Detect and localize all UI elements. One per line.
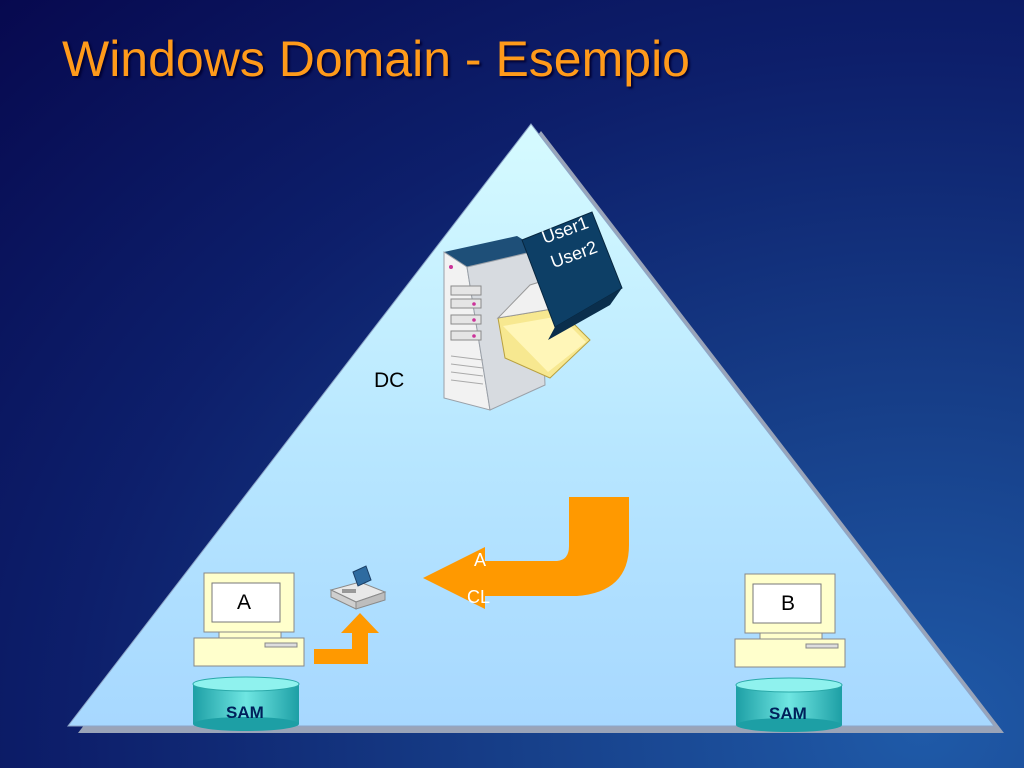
printer-icon[interactable] (329, 565, 387, 610)
acl-label-line1: A (474, 550, 487, 570)
slide-title: Windows Domain - Esempio (62, 31, 690, 87)
user-list-folder[interactable] (521, 211, 623, 340)
dc-label: DC (374, 369, 405, 392)
computer-a-label: A (237, 591, 252, 614)
printer-arrow (314, 613, 379, 664)
sam-database-right[interactable] (735, 677, 843, 732)
sam-label-right: SAM (769, 704, 807, 723)
domain-triangle (66, 123, 996, 727)
sam-label-left: SAM (226, 703, 264, 722)
sam-database-left[interactable] (192, 676, 300, 731)
acl-label-line2: CL (467, 587, 491, 607)
computer-b[interactable] (734, 573, 846, 668)
server-icon[interactable] (443, 236, 546, 411)
computer-b-label: B (781, 592, 796, 615)
computer-a[interactable] (193, 572, 305, 667)
acl-arrow (423, 497, 629, 609)
